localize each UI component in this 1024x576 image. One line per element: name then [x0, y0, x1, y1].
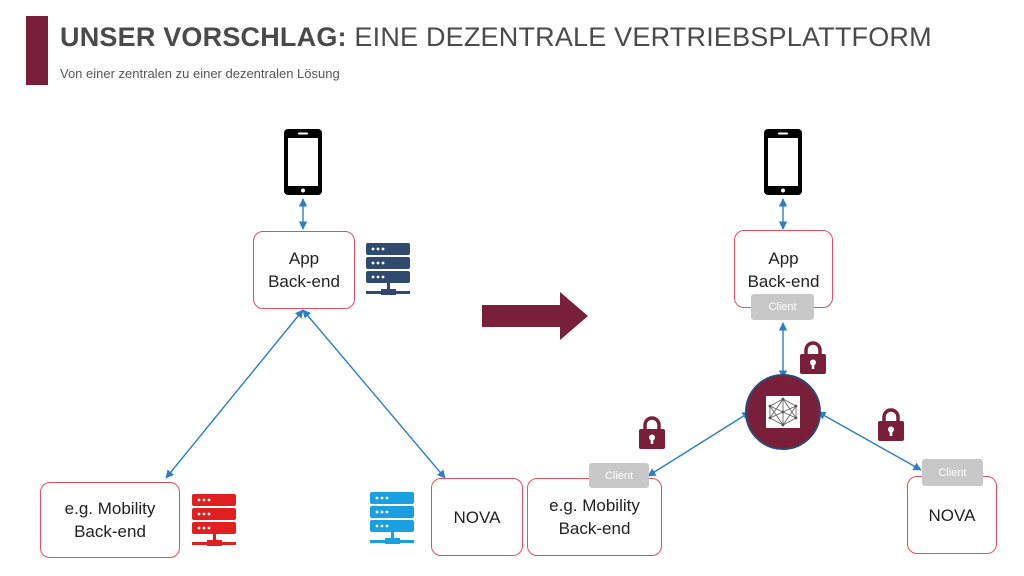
slide-title: UNSER VORSCHLAG: EINE DEZENTRALE VERTRIE…	[60, 22, 932, 53]
smartphone-icon-right	[764, 129, 802, 195]
app-nova-connector	[302, 309, 446, 479]
server-red-icon	[192, 494, 236, 546]
server-blue-icon	[370, 492, 414, 544]
hub-nova-connector	[817, 411, 922, 471]
right-nova-box: NOVA	[907, 476, 997, 554]
client-tag-nova: Client	[922, 459, 983, 486]
hub-mobility-connector	[647, 411, 751, 477]
slide-title-rest: EINE DEZENTRALE VERTRIEBSPLATTFORM	[346, 22, 932, 52]
padlock-icon-left	[637, 416, 667, 451]
client-tag-mobility: Client	[589, 463, 649, 488]
app-mobility-connector	[165, 309, 304, 479]
slide-title-bold: UNSER VORSCHLAG:	[60, 22, 347, 52]
padlock-icon-top	[798, 341, 828, 376]
server-navy-icon	[366, 243, 410, 295]
title-accent-bar	[26, 16, 48, 85]
right-arrow-icon	[482, 292, 588, 340]
left-app-backend-box: App Back-end	[253, 231, 355, 309]
left-mobility-backend-box: e.g. Mobility Back-end	[40, 482, 180, 558]
padlock-icon-right	[876, 408, 906, 443]
slide-subtitle: Von einer zentralen zu einer dezentralen…	[60, 66, 340, 81]
client-tag-app: Client	[751, 294, 814, 320]
left-nova-box: NOVA	[431, 478, 523, 556]
smartphone-icon	[284, 129, 322, 195]
blockchain-network-icon	[745, 374, 821, 450]
right-mobility-backend-box: e.g. Mobility Back-end	[527, 478, 662, 556]
